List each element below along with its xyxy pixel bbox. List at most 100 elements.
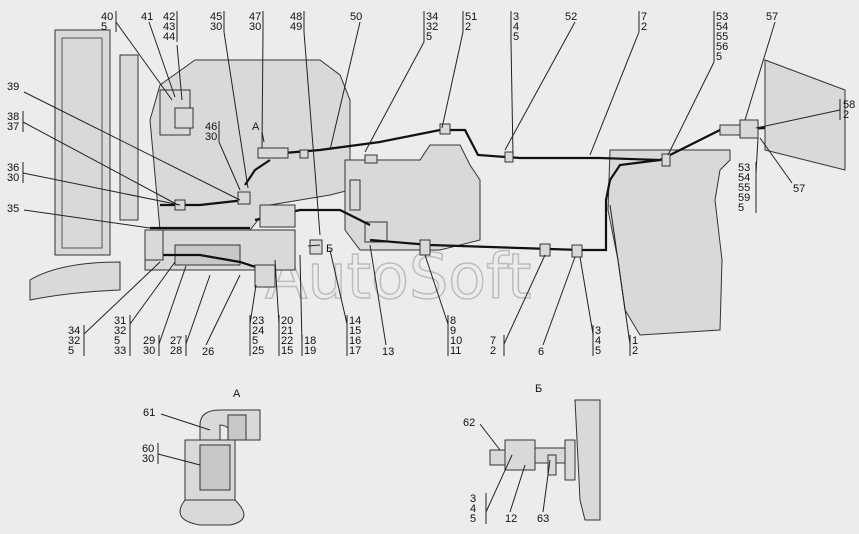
callout-number: 43 xyxy=(163,21,175,33)
callout-number: 18 xyxy=(304,335,316,347)
callout-number: 54 xyxy=(738,172,750,184)
leader-line xyxy=(589,31,640,156)
callout-number: 47 xyxy=(249,11,261,23)
callout-number: 2 xyxy=(490,345,496,357)
callout-number: 63 xyxy=(537,513,549,525)
callout-number: 23 xyxy=(252,315,264,327)
callout-number: 35 xyxy=(7,203,19,215)
leader-line xyxy=(160,413,211,431)
callout-number: 15 xyxy=(349,325,361,337)
callout-number: 11 xyxy=(450,345,461,357)
leader-line xyxy=(504,21,576,151)
leader-line xyxy=(485,454,513,513)
leader-line xyxy=(223,31,249,189)
callout-c51-2: 512 xyxy=(441,11,477,129)
callout-number: 21 xyxy=(281,325,293,337)
callout-c1-2: 12 xyxy=(609,204,638,357)
callout-c58-2: 582 xyxy=(755,99,855,129)
leader-line xyxy=(22,172,181,206)
callout-number: 29 xyxy=(143,335,155,347)
callout-c39: 39 xyxy=(7,81,241,201)
callout-number: 4 xyxy=(470,503,476,515)
callout-number: 32 xyxy=(426,21,438,33)
callout-number: 45 xyxy=(210,11,222,23)
leader-line xyxy=(249,284,257,325)
callout-number: 22 xyxy=(281,335,293,347)
callout-number: 61 xyxy=(143,407,155,419)
leader-line xyxy=(542,459,551,513)
callout-number: 42 xyxy=(163,11,175,23)
leader-line xyxy=(329,249,348,325)
callout-c3-4-5-bottom: 345 xyxy=(579,256,601,357)
callout-number: 44 xyxy=(163,31,175,43)
callout-number: 30 xyxy=(142,453,154,465)
callout-number: 14 xyxy=(349,315,361,327)
leader-line xyxy=(129,261,176,325)
callout-number: 55 xyxy=(738,182,750,194)
callout-number: 17 xyxy=(349,345,361,357)
leader-line xyxy=(579,256,594,335)
callout-c57-top: 57 xyxy=(744,11,778,121)
leader-line xyxy=(755,137,759,174)
callout-c35: 35 xyxy=(7,203,151,229)
callout-number: 12 xyxy=(505,513,517,525)
callout-number: 30 xyxy=(7,172,19,184)
leader-line xyxy=(667,61,715,156)
callout-number: 55 xyxy=(716,31,728,43)
callout-number: 3 xyxy=(595,325,601,337)
callout-number: 26 xyxy=(202,346,214,358)
callout-number: 5 xyxy=(738,202,744,214)
callout-number: 7 xyxy=(641,11,647,23)
callout-number: 52 xyxy=(565,11,577,23)
leader-line xyxy=(83,261,161,335)
callout-number: 5 xyxy=(114,335,120,347)
leader-line xyxy=(755,109,841,129)
callout-c7-2-bottom: 72 xyxy=(490,254,546,357)
callout-number: 7 xyxy=(490,335,496,347)
fittings xyxy=(144,119,759,288)
leader-line xyxy=(185,274,211,345)
callout-number: 5 xyxy=(68,345,74,357)
view-a-marker-label: А xyxy=(252,121,260,133)
callout-number: 27 xyxy=(170,335,182,347)
callout-c63: 63 xyxy=(537,459,551,525)
callout-number: 4 xyxy=(595,335,601,347)
callout-number: 16 xyxy=(349,335,361,347)
callout-number: 41 xyxy=(141,11,153,23)
leader-line xyxy=(299,254,303,345)
view-b-title: Б xyxy=(535,383,542,395)
leader-line xyxy=(205,274,241,346)
callout-number: 58 xyxy=(843,99,855,111)
callout-number: 51 xyxy=(465,11,477,23)
callout-number: 20 xyxy=(281,315,293,327)
callout-number: 30 xyxy=(210,21,222,33)
callout-number: 30 xyxy=(249,21,261,33)
leader-line xyxy=(274,259,280,325)
callout-number: 5 xyxy=(716,51,722,63)
frame-rear xyxy=(607,59,846,336)
callout-number: 53 xyxy=(738,162,750,174)
leader-line xyxy=(261,31,264,149)
callout-number: 34 xyxy=(426,11,438,23)
callout-number: 38 xyxy=(7,111,19,123)
callout-number: 60 xyxy=(142,443,154,455)
view-b-detail xyxy=(489,399,601,521)
callout-c3-4-5-top: 345 xyxy=(510,11,519,156)
callout-c41: 41 xyxy=(141,11,176,98)
callout-number: 30 xyxy=(143,345,155,357)
leader-line xyxy=(503,254,546,345)
watermark-text: AutoSoft xyxy=(265,240,531,313)
leader-line xyxy=(176,44,183,101)
